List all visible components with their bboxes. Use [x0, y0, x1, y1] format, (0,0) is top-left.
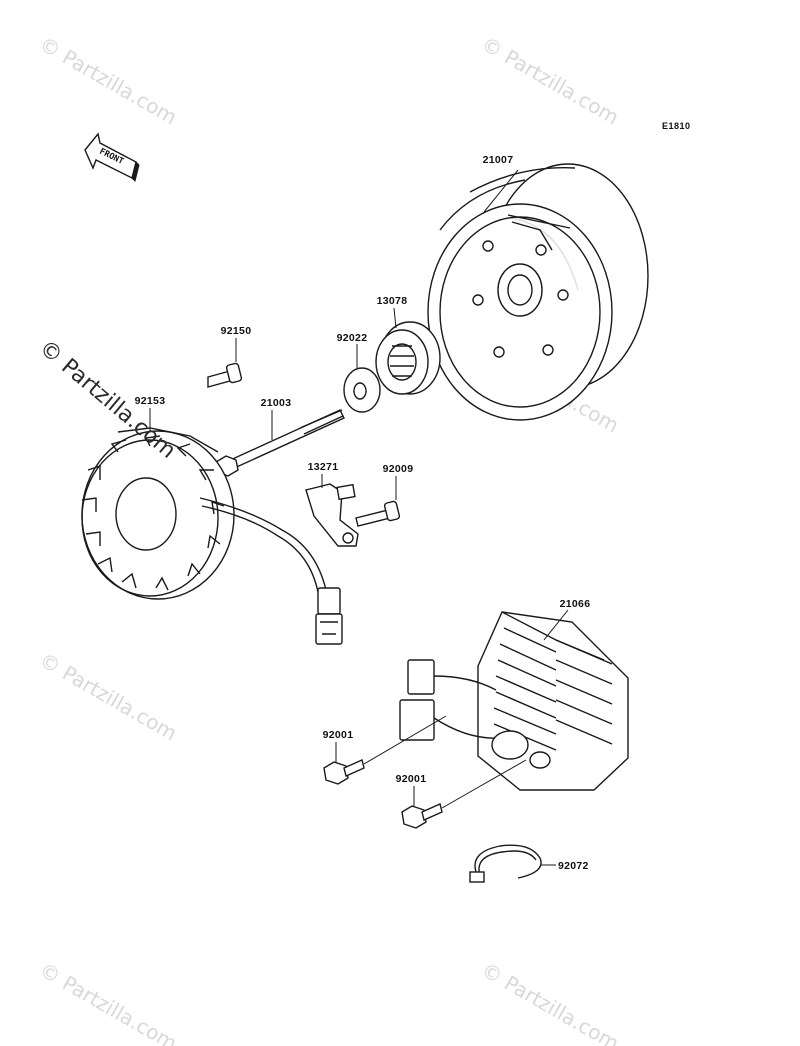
watermark: © Partzilla.com — [36, 958, 182, 1046]
pickup-bolt-part — [355, 500, 401, 527]
part-number-21003: 92153 — [135, 395, 166, 407]
stator-wire — [199, 497, 343, 645]
leader-line — [393, 307, 397, 329]
leader-line — [483, 169, 519, 213]
watermark: © Partzilla.com — [478, 958, 624, 1046]
part-number-92022: 92022 — [337, 332, 368, 344]
regulator-bolt-upper-part — [323, 759, 365, 785]
watermark: © Partzilla.com — [36, 32, 182, 130]
part-number-92072: 92072 — [558, 860, 589, 872]
starter-gear-part — [375, 321, 441, 395]
part-number-92001-lower: 92001 — [396, 773, 427, 785]
leader-line — [441, 759, 527, 809]
cable-band-part — [469, 844, 542, 883]
part-number-13271: 13271 — [308, 461, 339, 473]
part-number-92009: 92009 — [383, 463, 414, 475]
pickup-plate-part — [305, 483, 359, 547]
reference-code: E1810 — [662, 121, 691, 131]
leader-line — [543, 609, 569, 641]
washer-part — [343, 367, 381, 413]
part-number-92153: 21003 — [261, 397, 292, 409]
part-number-92001-upper: 92001 — [323, 729, 354, 741]
flywheel-part — [427, 163, 649, 421]
part-number-13078: 13078 — [377, 295, 408, 307]
regulator-bolt-lower-part — [401, 803, 443, 829]
part-number-21007: 21007 — [483, 154, 514, 166]
watermark: © Partzilla.com — [36, 648, 182, 746]
regulator-part — [399, 611, 629, 791]
part-number-92150: 92150 — [221, 325, 252, 337]
leader-line — [363, 715, 447, 765]
watermark: © Partzilla.com — [478, 32, 624, 130]
front-arrow-icon: FRONT — [84, 132, 140, 182]
part-number-21066: 21066 — [560, 598, 591, 610]
stator-part — [81, 427, 235, 600]
stator-screw-part — [207, 362, 243, 388]
